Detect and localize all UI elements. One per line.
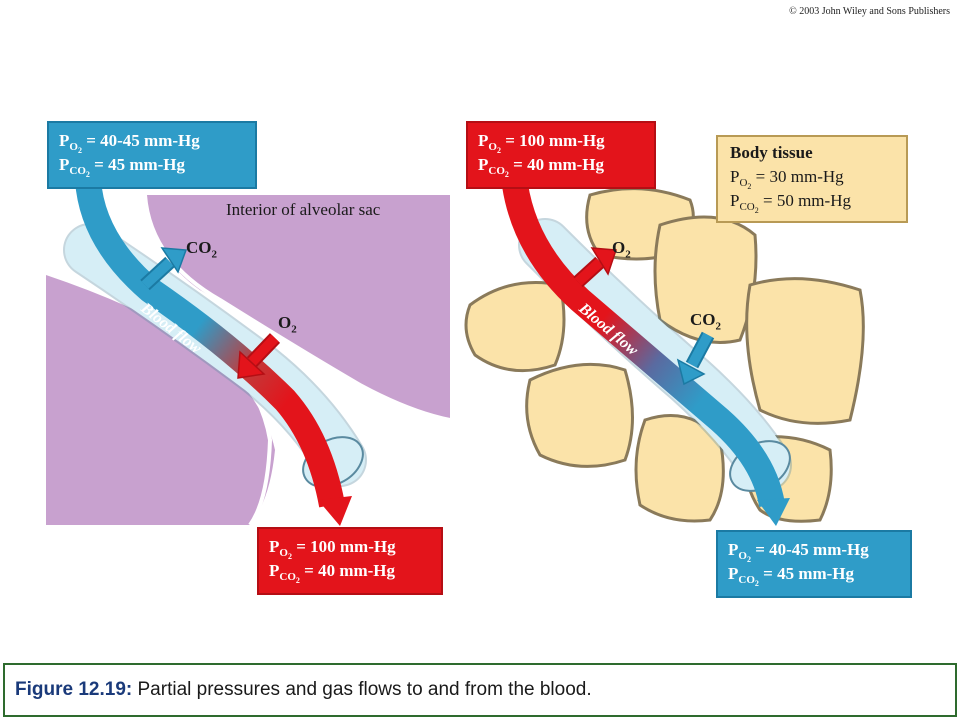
co2-arrow-right bbox=[676, 331, 715, 386]
left-top-pressure-box: PO2 = 40-45 mm-Hg PCO2 = 45 mm-Hg bbox=[47, 121, 257, 189]
caption-text: Partial pressures and gas flows to and f… bbox=[132, 679, 592, 700]
o2-arrow-right bbox=[573, 247, 618, 288]
blood-flow-arrowhead-left bbox=[318, 496, 352, 526]
pco2-line: PCO2 = 45 mm-Hg bbox=[728, 564, 855, 589]
pco2-line: PCO2 = 50 mm-Hg bbox=[730, 191, 851, 216]
po2-line: PO2 = 100 mm-Hg bbox=[269, 537, 396, 562]
right-bottom-pressure-box: PO2 = 40-45 mm-Hg PCO2 = 45 mm-Hg bbox=[716, 530, 912, 598]
diagram-artwork: Blood flow Blood flow bbox=[46, 178, 865, 527]
o2-label-left: O2 bbox=[278, 313, 297, 336]
alveolar-sac-label: Interior of alveolar sac bbox=[226, 200, 381, 219]
po2-line: PO2 = 40-45 mm-Hg bbox=[728, 540, 869, 565]
po2-line: PO2 = 40-45 mm-Hg bbox=[59, 131, 200, 156]
tissue-cell bbox=[464, 281, 566, 373]
body-tissue-title: Body tissue bbox=[730, 143, 813, 162]
pco2-line: PCO2 = 40 mm-Hg bbox=[269, 561, 396, 586]
po2-line: PO2 = 30 mm-Hg bbox=[730, 167, 844, 192]
alveolar-sac-region bbox=[145, 195, 450, 420]
figure-caption: Figure 12.19: Partial pressures and gas … bbox=[3, 663, 957, 717]
tissue-cell bbox=[525, 362, 634, 468]
pco2-line: PCO2 = 45 mm-Hg bbox=[59, 155, 186, 180]
pco2-line: PCO2 = 40 mm-Hg bbox=[478, 155, 605, 180]
blood-flow-arrowhead-right bbox=[757, 498, 790, 526]
co2-label-left: CO2 bbox=[186, 238, 217, 261]
right-panel-art bbox=[464, 182, 865, 526]
figure-number: Figure 12.19: bbox=[15, 679, 133, 700]
co2-arrow-left bbox=[140, 247, 188, 291]
left-panel-art bbox=[46, 178, 451, 527]
left-bottom-pressure-box: PO2 = 100 mm-Hg PCO2 = 40 mm-Hg bbox=[257, 527, 443, 595]
po2-line: PO2 = 100 mm-Hg bbox=[478, 131, 605, 156]
tissue-cell bbox=[745, 277, 865, 425]
o2-label-right: O2 bbox=[612, 238, 631, 261]
right-top-pressure-box: PO2 = 100 mm-Hg PCO2 = 40 mm-Hg bbox=[466, 121, 656, 189]
body-tissue-box: Body tissue PO2 = 30 mm-Hg PCO2 = 50 mm-… bbox=[716, 135, 908, 223]
o2-arrow-left bbox=[237, 333, 281, 379]
alveolar-tissue-region bbox=[46, 275, 275, 525]
copyright-notice: © 2003 John Wiley and Sons Publishers bbox=[789, 6, 950, 17]
blood-flow-stream-right bbox=[502, 182, 785, 508]
blood-flow-stream-left bbox=[75, 178, 345, 508]
co2-label-right: CO2 bbox=[690, 310, 721, 333]
